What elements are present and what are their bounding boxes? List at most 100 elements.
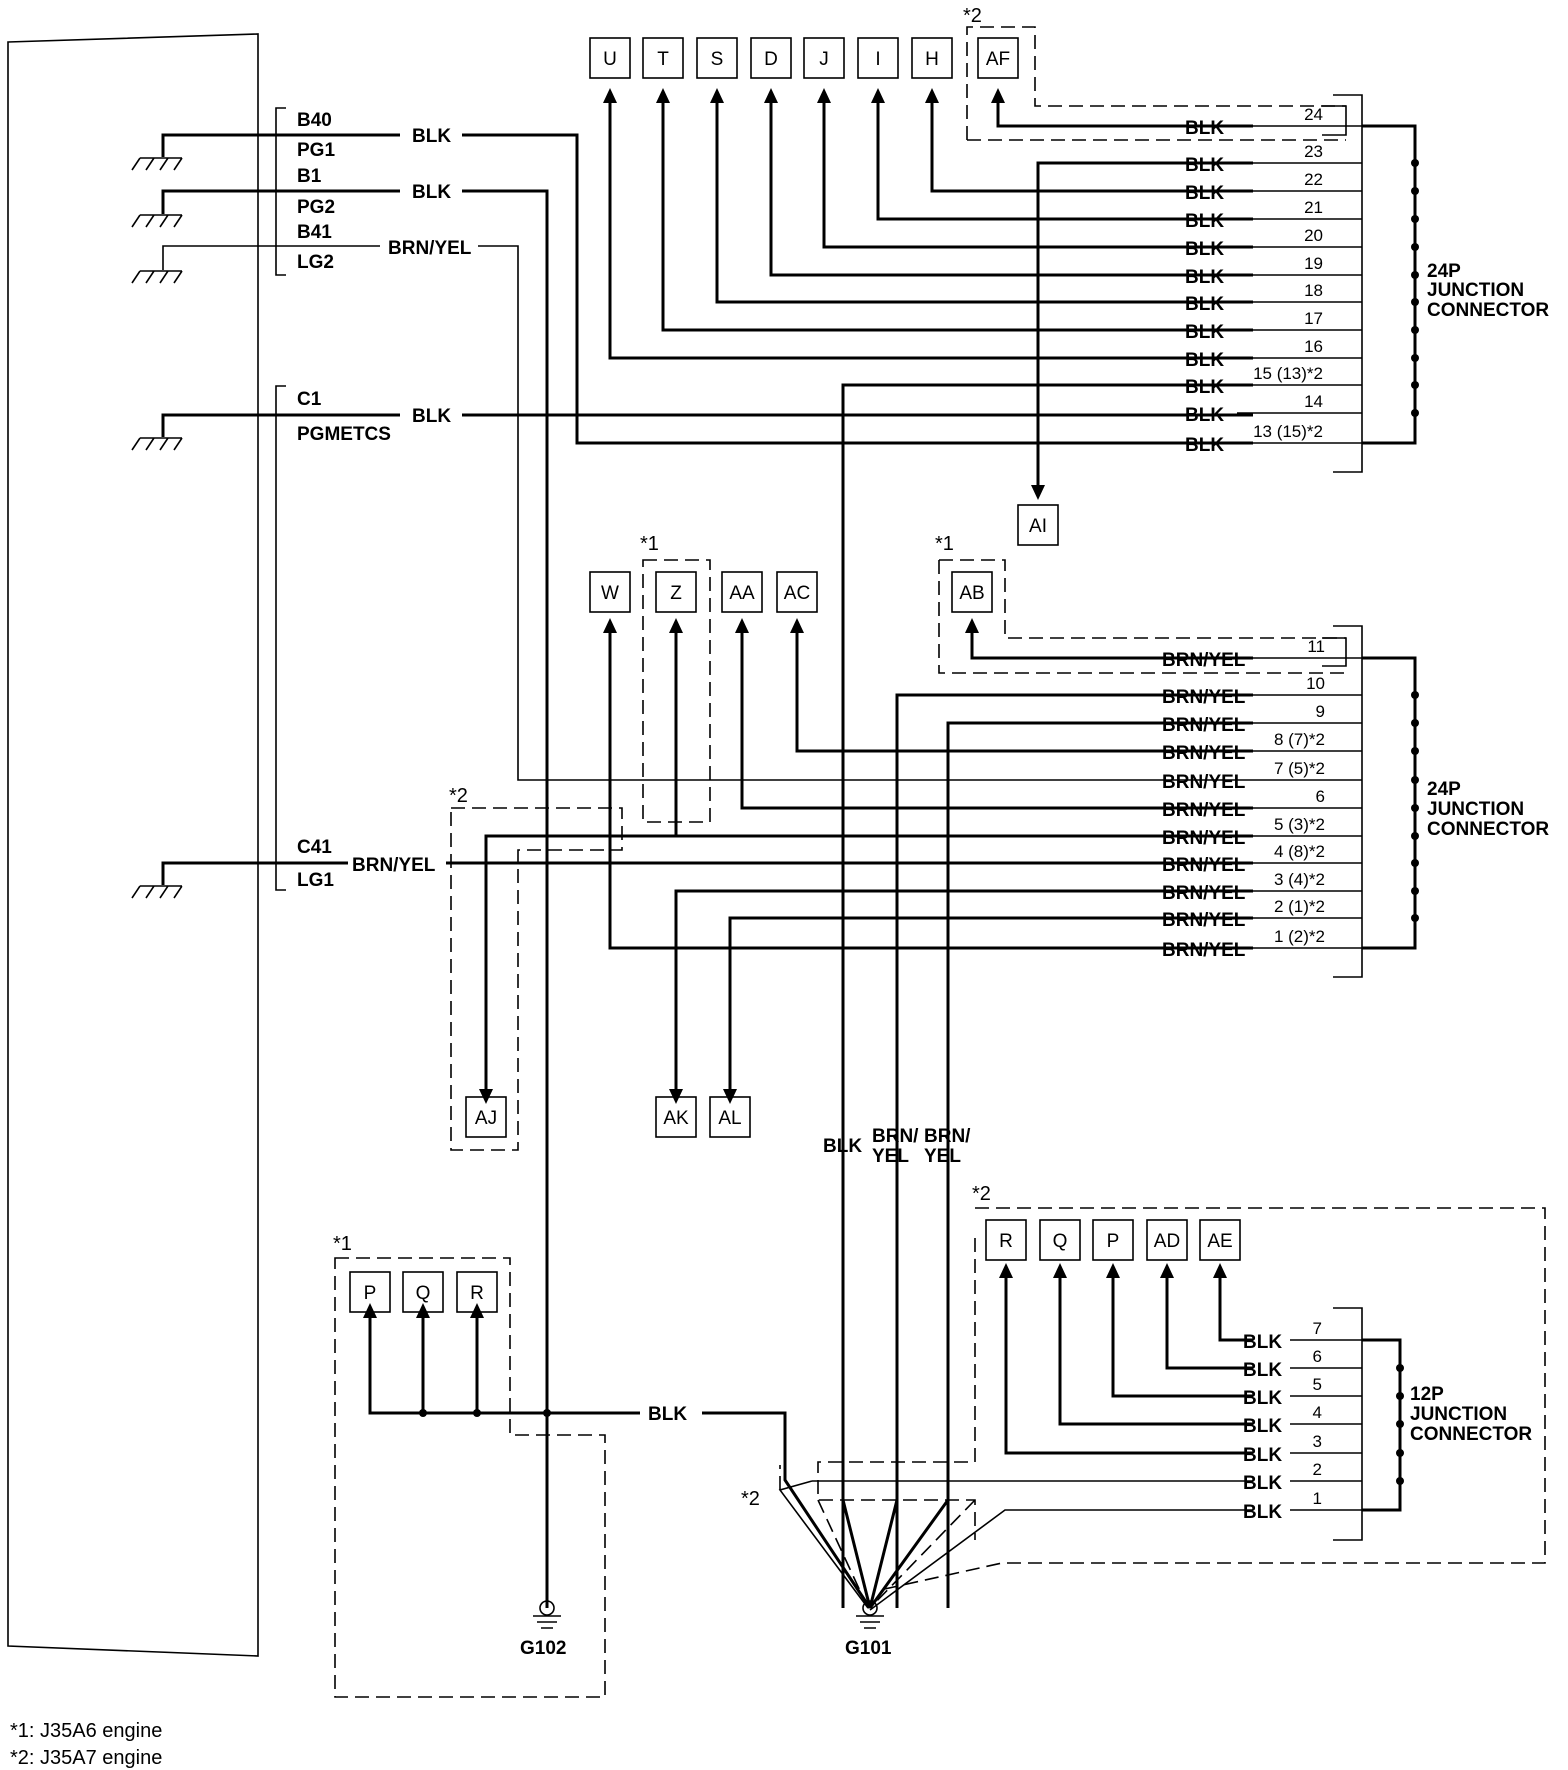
bottom-wire-color: BLK (1243, 1360, 1282, 1381)
top-wire-color: BLK (1185, 211, 1224, 232)
svg-text:*2: *2 (449, 785, 468, 807)
mid-box-label: AC (784, 583, 810, 604)
g102-group: *1 BLK (333, 1233, 872, 1698)
ecm-pin-c41: C41 (297, 837, 332, 858)
top-pin-label: 19 (1304, 254, 1323, 273)
mid-box-label: AJ (475, 1108, 497, 1129)
bottom-pin-label: 4 (1313, 1403, 1322, 1422)
top-box-label: AI (1029, 516, 1047, 537)
top-box-label: U (603, 49, 617, 70)
top-wire-color: BLK (1185, 155, 1224, 176)
svg-text:G102: G102 (520, 1638, 566, 1659)
mid-wire-color: BRN/YEL (1162, 855, 1246, 876)
svg-text:YEL: YEL (872, 1146, 909, 1167)
mid-wire-color: BRN/YEL (1162, 772, 1246, 793)
top-wire-color: BLK (1185, 322, 1224, 343)
bottom-pin-label: 1 (1313, 1489, 1322, 1508)
ecm-connector-brackets (275, 107, 286, 891)
ecm-internal-grounds (131, 133, 286, 899)
svg-text:BRN/: BRN/ (924, 1126, 971, 1147)
mid-bus-dots (1411, 691, 1419, 922)
bottom-pin-label: 2 (1313, 1460, 1322, 1479)
bottom-box-p (1092, 1219, 1134, 1261)
top-junction-connector: 24P JUNCTION CONNECTOR (1322, 94, 1549, 473)
mid-box-aa (721, 571, 763, 613)
top-bus-dots (1411, 159, 1419, 417)
svg-text:CONNECTOR: CONNECTOR (1427, 819, 1549, 840)
mid-pin-label: 3 (4)*2 (1274, 870, 1325, 889)
svg-text:BRN/YEL: BRN/YEL (352, 855, 436, 876)
svg-text:BLK: BLK (823, 1136, 862, 1157)
ecm-pin-c1: C1 (297, 389, 322, 410)
bottom-pin-label: 7 (1313, 1319, 1322, 1338)
top-wire-color: BLK (1185, 405, 1224, 426)
mid-pin-label: 4 (8)*2 (1274, 842, 1325, 861)
bottom-box-label: AE (1207, 1231, 1232, 1252)
top-wire-color: BLK (1185, 267, 1224, 288)
bottom-box-r (985, 1219, 1027, 1261)
svg-text:*2: *2 (963, 5, 982, 27)
footnote-1: *1: J35A6 engine (10, 1720, 162, 1742)
svg-text:JUNCTION: JUNCTION (1427, 280, 1524, 301)
top-wire-color: BLK (1185, 294, 1224, 315)
svg-text:BRN/YEL: BRN/YEL (388, 238, 472, 259)
mid-wire-color: BRN/YEL (1162, 883, 1246, 904)
mid-pin-label: 10 (1306, 674, 1325, 693)
mid-box-z (655, 571, 697, 613)
svg-text:BLK: BLK (412, 182, 451, 203)
bottom-wire-color: BLK (1243, 1332, 1282, 1353)
mid-wire-color: BRN/YEL (1162, 828, 1246, 849)
mid-wire-color: BRN/YEL (1162, 910, 1246, 931)
top-wire-color: BLK (1185, 377, 1224, 398)
mid-wire-color: BRN/YEL (1162, 940, 1246, 961)
top-wire-color: BLK (1185, 118, 1224, 139)
bottom-bus-dots (1396, 1364, 1404, 1485)
mid-pin-label: 5 (3)*2 (1274, 815, 1325, 834)
bottom-wire-color: BLK (1243, 1502, 1282, 1523)
bottom-pin-label: 3 (1313, 1432, 1322, 1451)
top-box-af (977, 37, 1019, 79)
bottom-box-ae (1199, 1219, 1241, 1261)
svg-text:BLK: BLK (412, 406, 451, 427)
svg-text:*2: *2 (741, 1488, 760, 1510)
svg-text:JUNCTION: JUNCTION (1427, 799, 1524, 820)
mid-box-w (589, 571, 631, 613)
top-pin-label: 15 (13)*2 (1253, 364, 1323, 383)
top-pin-label: 16 (1304, 337, 1323, 356)
mid-box-label: AA (729, 583, 755, 604)
mid-pin-label: 1 (2)*2 (1274, 927, 1325, 946)
mid-wire-color: BRN/YEL (1162, 715, 1246, 736)
ecm-block (7, 33, 259, 1657)
bottom-box-label: R (999, 1231, 1013, 1252)
g101-ground: G101 *2 (741, 1465, 976, 1659)
ecm-pin-pg2: PG2 (297, 197, 335, 218)
bottom-junction-connector: 12P JUNCTION CONNECTOR (1333, 1307, 1532, 1541)
top-wire-color: BLK (1185, 350, 1224, 371)
mid-wire-color: BRN/YEL (1162, 800, 1246, 821)
bottom-wire-color: BLK (1243, 1445, 1282, 1466)
top-box-label: AF (986, 49, 1010, 70)
ecm-pin-b41: B41 (297, 222, 332, 243)
af-dashed-group: *2 (963, 5, 1346, 141)
g102-ground: G102 (520, 1600, 566, 1659)
ecm-pin-pgmetcs: PGMETCS (297, 424, 391, 445)
top-pin-label: 13 (15)*2 (1253, 422, 1323, 441)
top-connector-pins: 24BLK23BLK22BLK21BLK20BLK19BLK18BLK17BLK… (1185, 105, 1362, 456)
g102-box-p (349, 1271, 391, 1313)
mid-dashed-groups: *1 *1 *2 (449, 533, 1346, 1151)
mid-wire-color: BRN/YEL (1162, 650, 1246, 671)
bottom-pin-label: 6 (1313, 1347, 1322, 1366)
g102-box-r (456, 1271, 498, 1313)
top-box-i (857, 37, 899, 79)
top-wire-color: BLK (1185, 183, 1224, 204)
svg-text:24P: 24P (1427, 779, 1461, 800)
mid-box-label: Z (670, 583, 682, 604)
svg-text:BLK: BLK (412, 126, 451, 147)
top-wire-color: BLK (1185, 435, 1224, 456)
top-box-label: H (925, 49, 939, 70)
